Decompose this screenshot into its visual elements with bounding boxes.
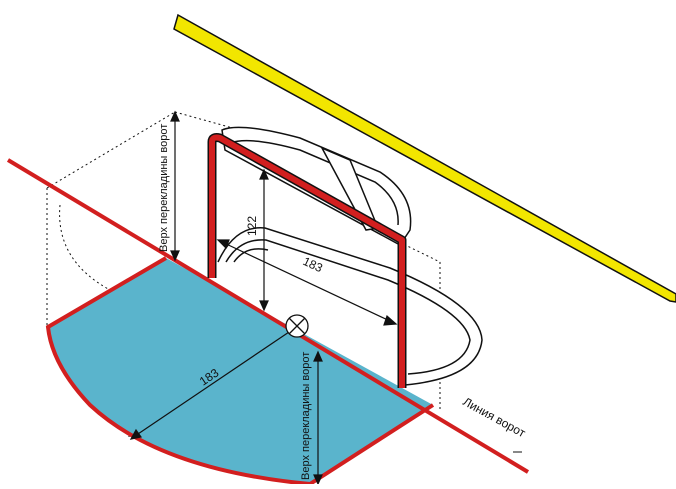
dim-arrow bbox=[170, 110, 180, 122]
goal-crease bbox=[45, 256, 435, 486]
boards-band bbox=[173, 13, 676, 303]
net-top-inner bbox=[229, 139, 399, 226]
label-122: 122 bbox=[245, 216, 259, 236]
crease-fill bbox=[48, 258, 433, 484]
yellow-board bbox=[173, 13, 676, 303]
label-crossbar-top-lower: Верх перекладины ворот bbox=[300, 352, 312, 480]
goal-frame-red bbox=[209, 134, 405, 388]
center-x bbox=[288, 317, 306, 335]
dim-arrow bbox=[313, 474, 323, 486]
dim-arrow bbox=[170, 250, 180, 262]
crease-border-side bbox=[308, 403, 435, 486]
dim-arrow bbox=[383, 314, 398, 326]
proj-line bbox=[174, 111, 241, 131]
goal-frame bbox=[207, 133, 407, 388]
dim-arrow bbox=[313, 350, 323, 362]
crease-border bbox=[45, 256, 311, 486]
dim-arrow bbox=[129, 428, 143, 440]
net-base-inner bbox=[225, 239, 471, 375]
dim-arrow bbox=[259, 168, 269, 180]
dim-183-width-line bbox=[221, 241, 393, 323]
label-crossbar-top-upper: Верх перекладины ворот bbox=[158, 124, 170, 252]
dim-arrow bbox=[259, 300, 269, 312]
center-marker bbox=[285, 314, 309, 338]
dim-arrow bbox=[216, 239, 230, 250]
net-base bbox=[217, 227, 483, 386]
label-goal-line: Линия ворот bbox=[461, 394, 529, 440]
proj-line bbox=[46, 111, 176, 189]
dimension-lines bbox=[129, 110, 398, 486]
goal-line bbox=[6, 158, 530, 474]
proj-line bbox=[394, 239, 441, 263]
dim-183-radius-line bbox=[134, 329, 293, 437]
